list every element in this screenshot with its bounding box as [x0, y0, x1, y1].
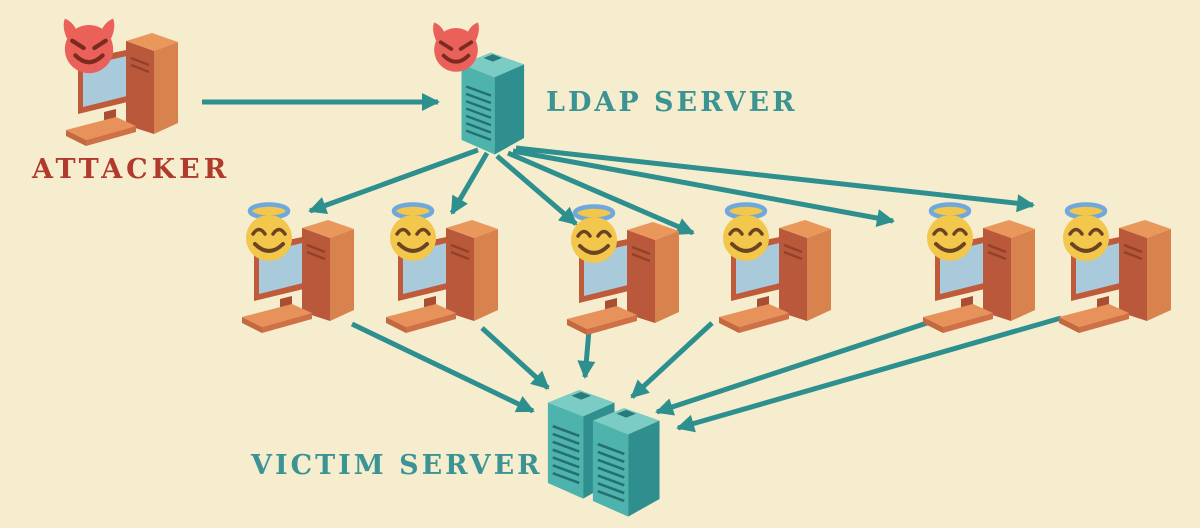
- edge-ldap-to-reflector-5: [512, 148, 895, 227]
- edge-reflector-1-to-victim: [350, 321, 535, 414]
- edge-reflector-2-to-victim: [480, 326, 550, 390]
- devil-emoji-icon: [431, 20, 481, 74]
- reflector-nodes: [240, 205, 1173, 337]
- edge-ldap-to-reflector-6: [515, 145, 1035, 213]
- ldap-server-node: [431, 20, 526, 156]
- reflector-node-3: [565, 207, 681, 337]
- edge-reflector-5-to-victim: [655, 319, 931, 416]
- edge-reflector-3-to-victim: [577, 329, 596, 379]
- reflector-node-6: [1057, 205, 1173, 335]
- edge-ldap-to-reflector-2: [449, 151, 490, 215]
- attacker-label: ATTACKER: [31, 154, 230, 185]
- angel-emoji-icon: [246, 205, 292, 262]
- edge-reflector-4-to-victim: [630, 321, 714, 399]
- reflector-node-1: [240, 205, 356, 335]
- angel-emoji-icon: [927, 205, 973, 262]
- angel-emoji-icon: [1063, 205, 1109, 262]
- angel-emoji-icon: [571, 207, 617, 264]
- devil-emoji-icon: [64, 19, 115, 74]
- victim-server-tower-right: [591, 406, 661, 518]
- edge-reflector-6-to-victim: [676, 315, 1062, 433]
- reflector-node-2: [384, 205, 500, 335]
- reflector-node-5: [921, 205, 1037, 335]
- attacker-node: [64, 19, 180, 148]
- edge-ldap-to-reflector-1: [308, 147, 479, 214]
- edges: [202, 93, 1062, 433]
- edge-ldap-to-reflector-4: [507, 150, 695, 236]
- reflector-node-4: [717, 205, 833, 335]
- ldap-server-label: LDAP SERVER: [546, 87, 798, 118]
- angel-emoji-icon: [723, 205, 769, 262]
- victim-server-label: VICTIM SERVER: [250, 450, 543, 481]
- angel-emoji-icon: [390, 205, 436, 262]
- victim-server-node: [546, 388, 661, 518]
- ldap-server-tower: [460, 51, 526, 156]
- edge-ldap-to-reflector-3: [495, 154, 578, 226]
